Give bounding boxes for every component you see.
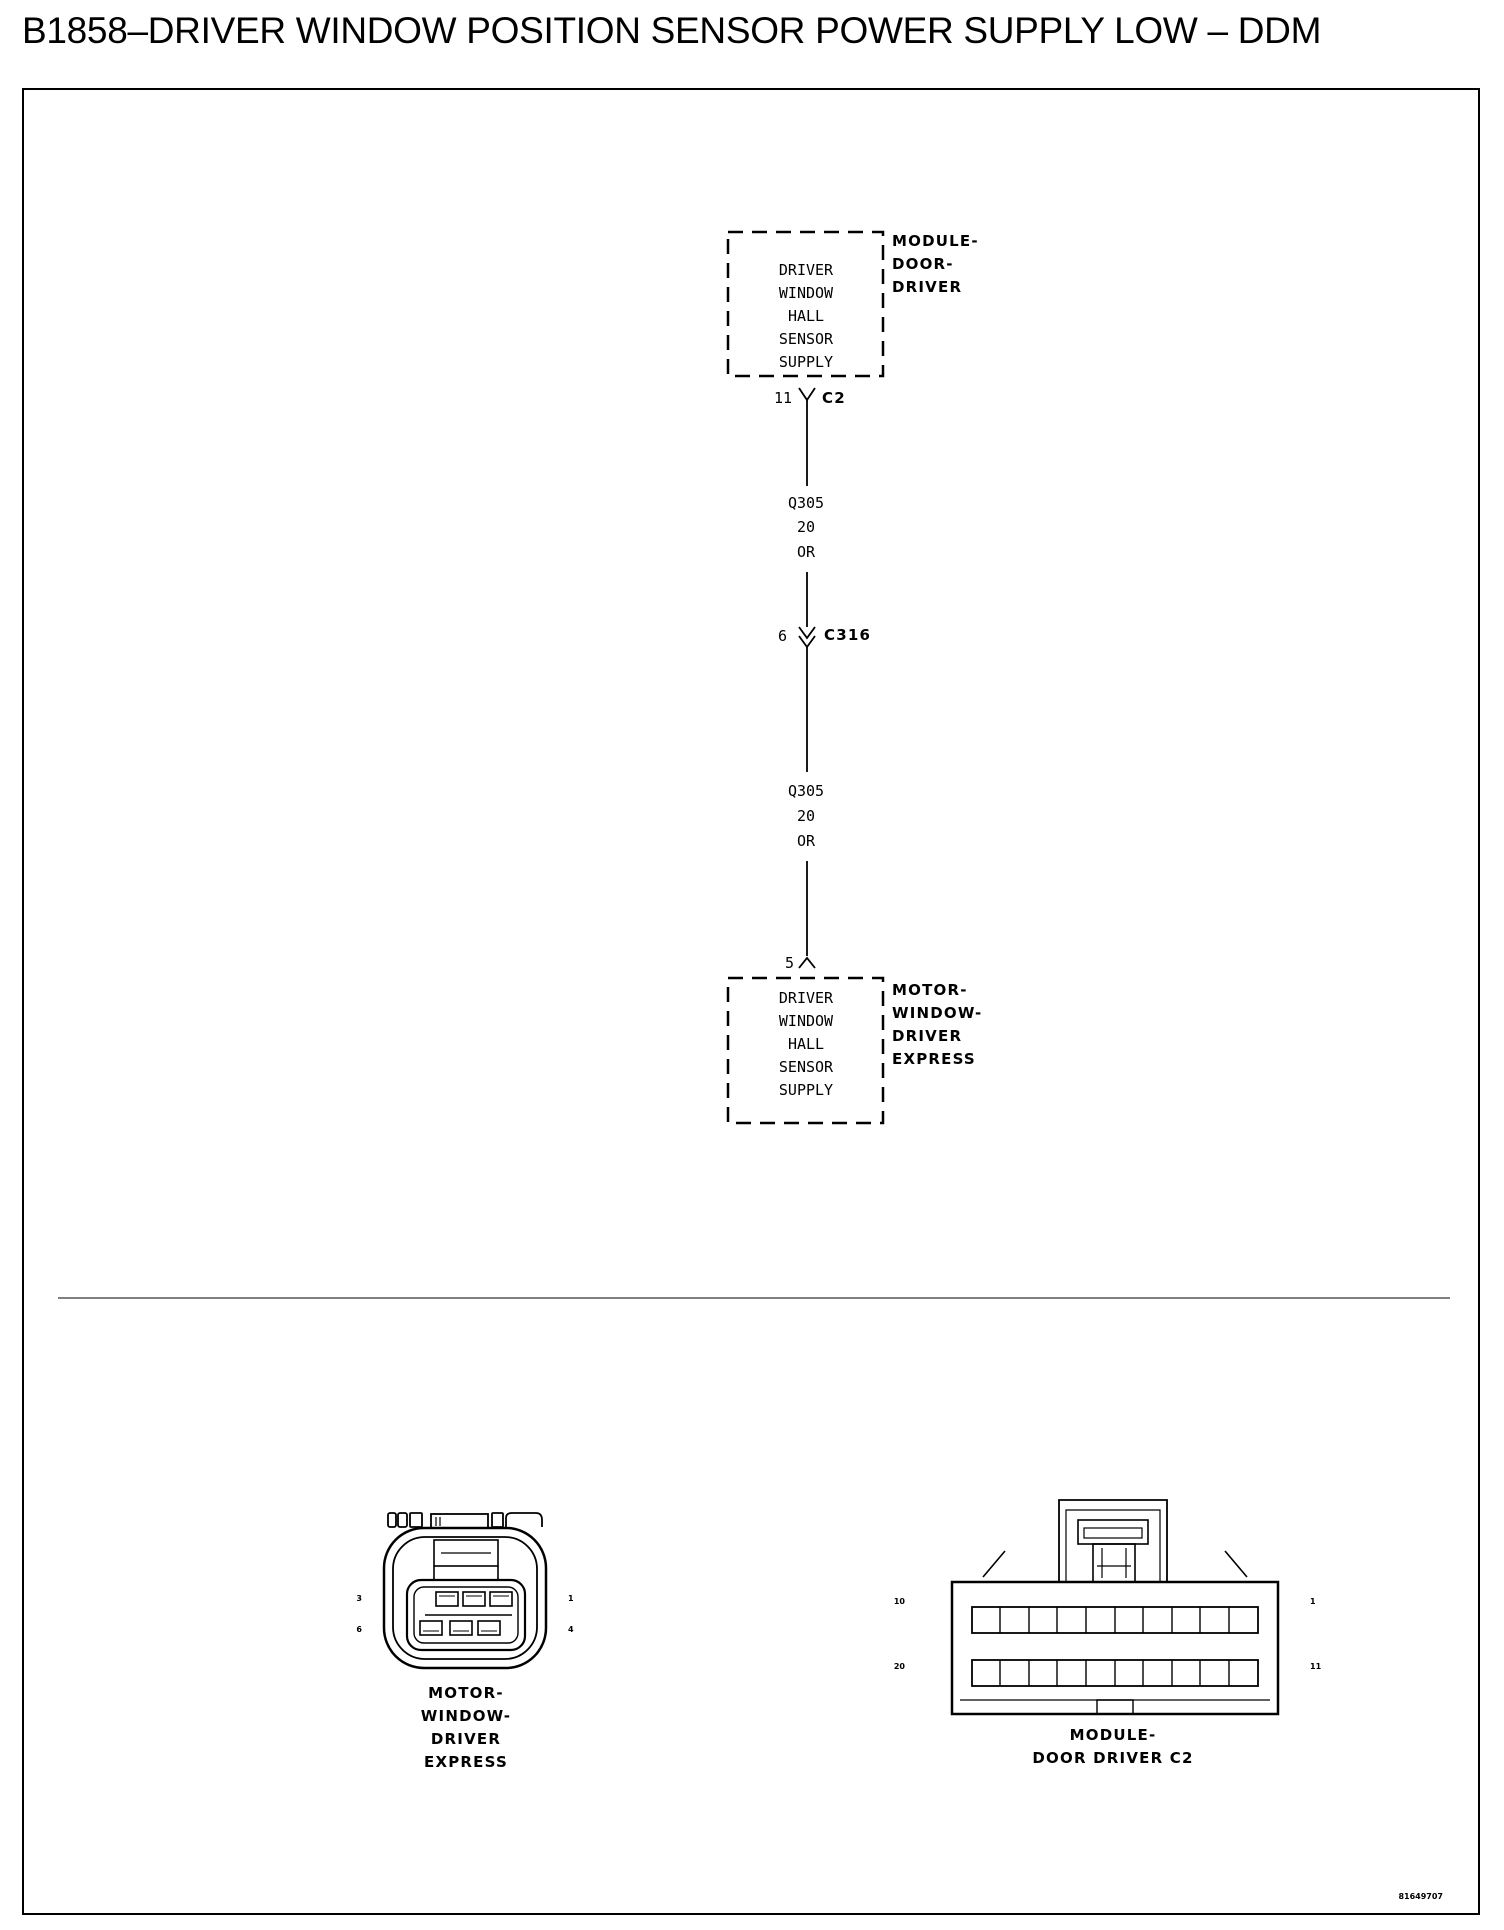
motor-pin-1-label: 1 bbox=[568, 1594, 574, 1603]
module-pin-20-label: 20 bbox=[894, 1662, 906, 1671]
module-pin-1-label: 1 bbox=[1310, 1597, 1316, 1606]
motor-pin-3-label: 3 bbox=[356, 1594, 362, 1603]
module-c2-connector-face-view bbox=[950, 1499, 1280, 1716]
bottom-function-line-2: WINDOW bbox=[779, 1012, 834, 1030]
motor-pin-label: 5 bbox=[785, 954, 794, 972]
module-pin-11-label: 11 bbox=[1310, 1662, 1322, 1671]
bottom-name-line-1: MOTOR- bbox=[892, 981, 968, 999]
motor-window-driver-component: DRIVER WINDOW HALL SENSOR SUPPLY MOTOR- … bbox=[726, 976, 982, 1125]
bottom-name-line-4: EXPRESS bbox=[892, 1050, 976, 1068]
motor-caption-line-1: MOTOR- bbox=[428, 1684, 504, 1702]
top-name-line-3: DRIVER bbox=[892, 278, 962, 296]
top-function-line-1: DRIVER bbox=[779, 261, 834, 279]
c316-pin-label: 6 bbox=[778, 627, 787, 645]
wire-1-gauge: 20 bbox=[797, 518, 815, 536]
wire-1-color: OR bbox=[797, 543, 816, 561]
figure-reference-code: 81649707 bbox=[1398, 1892, 1443, 1901]
c2-connector-symbol: 11 C2 bbox=[774, 387, 846, 407]
top-function-line-3: HALL bbox=[788, 307, 824, 325]
module-door-driver-component: DRIVER WINDOW HALL SENSOR SUPPLY MODULE-… bbox=[726, 230, 979, 378]
bottom-function-line-5: SUPPLY bbox=[779, 1081, 833, 1099]
top-name-line-2: DOOR- bbox=[892, 255, 954, 273]
motor-connector-face-view bbox=[382, 1512, 548, 1670]
wire-1-circuit: Q305 bbox=[788, 494, 824, 512]
c316-connector-label: C316 bbox=[824, 626, 871, 644]
motor-caption-line-2: WINDOW- bbox=[421, 1707, 511, 1725]
wire-2-gauge: 20 bbox=[797, 807, 815, 825]
c316-inline-connector: 6 C316 bbox=[778, 626, 871, 649]
wire-2-color: OR bbox=[797, 832, 816, 850]
module-caption-line-1: MODULE- bbox=[1070, 1726, 1157, 1744]
module-caption-line-2: DOOR DRIVER C2 bbox=[1032, 1749, 1193, 1767]
motor-caption-line-4: EXPRESS bbox=[424, 1753, 508, 1771]
bottom-function-line-4: SENSOR bbox=[779, 1058, 834, 1076]
module-door-driver-box bbox=[726, 230, 885, 378]
motor-caption-line-3: DRIVER bbox=[431, 1730, 501, 1748]
bottom-function-line-3: HALL bbox=[788, 1035, 824, 1053]
module-pin-10-label: 10 bbox=[894, 1597, 906, 1606]
c2-pin-label: 11 bbox=[774, 389, 792, 407]
bottom-function-line-1: DRIVER bbox=[779, 989, 834, 1007]
top-name-line-1: MODULE- bbox=[892, 232, 979, 250]
top-function-line-5: SUPPLY bbox=[779, 353, 833, 371]
motor-window-driver-box bbox=[726, 976, 885, 1125]
c2-connector-label: C2 bbox=[822, 389, 846, 407]
bottom-name-line-2: WINDOW- bbox=[892, 1004, 982, 1022]
bottom-name-line-3: DRIVER bbox=[892, 1027, 962, 1045]
top-function-line-4: SENSOR bbox=[779, 330, 834, 348]
top-function-line-2: WINDOW bbox=[779, 284, 834, 302]
diagram-frame bbox=[22, 88, 1480, 1915]
wire-2-circuit: Q305 bbox=[788, 782, 824, 800]
motor-pin-5-symbol: 5 bbox=[785, 954, 816, 972]
motor-pin-4-label: 4 bbox=[568, 1625, 574, 1634]
motor-pin-6-label: 6 bbox=[356, 1625, 362, 1634]
page-title: B1858–DRIVER WINDOW POSITION SENSOR POWE… bbox=[22, 10, 1322, 51]
